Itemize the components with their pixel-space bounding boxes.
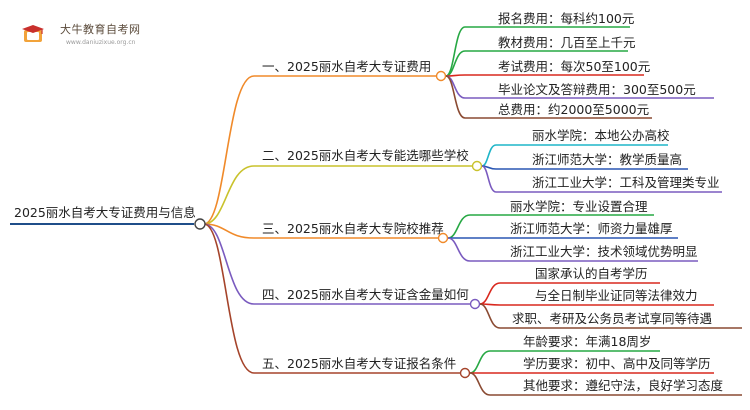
leaf-5-2: 学历要求：初中、高中及同等学历	[523, 356, 711, 371]
leaf-1-4: 毕业论文及答辩费用：300至500元	[498, 82, 696, 97]
branch-2: 二、2025丽水自考大专能选哪些学校	[262, 148, 469, 163]
connector-root-branch-1	[203, 75, 436, 225]
logo-url: www.daniuzixue.org.cn	[66, 39, 136, 46]
leaf-2-3: 浙江工业大学：工科及管理类专业	[532, 175, 720, 190]
connector-leaf-3-3	[447, 237, 698, 262]
connector-leaf-1-5	[445, 75, 652, 119]
connector-leaf-1-2	[445, 50, 628, 77]
branch-5: 五、2025丽水自考大专证报名条件	[262, 356, 457, 371]
connector-root-branch-3	[203, 223, 438, 239]
connector-leaf-4-3	[479, 303, 742, 329]
branch-4-node	[469, 298, 481, 310]
leaf-3-2: 浙江师范大学：师资力量雄厚	[510, 221, 673, 236]
leaf-5-1: 年龄要求：年满18周岁	[523, 334, 652, 349]
branch-3: 三、2025丽水自考大专院校推荐	[262, 221, 444, 236]
branch-4: 四、2025丽水自考大专证含金量如何	[262, 287, 469, 302]
root-node: 2025丽水自考大专证费用与信息	[14, 205, 196, 220]
leaf-1-2: 教材费用：几百至上千元	[498, 35, 636, 50]
branch-2-node	[471, 160, 483, 172]
leaf-4-1: 国家承认的自考学历	[535, 266, 648, 281]
connector-root-branch-4	[203, 223, 470, 305]
connector-leaf-2-3	[481, 165, 722, 193]
connector-root-branch-5	[203, 223, 460, 374]
connector-leaf-1-3	[445, 74, 644, 77]
leaf-2-1: 丽水学院：本地公办高校	[532, 128, 670, 143]
connector-leaf-4-2	[479, 303, 714, 306]
branch-5-node	[459, 367, 471, 379]
logo-title: 大牛教育自考网	[60, 23, 141, 36]
connector-root-branch-2	[203, 165, 472, 225]
leaf-1-5: 总费用：约2000至5000元	[498, 102, 650, 117]
connector-leaf-5-3	[469, 372, 742, 396]
branch-1-node	[435, 70, 447, 82]
root-node-circle	[194, 218, 206, 230]
leaf-3-1: 丽水学院：专业设置合理	[510, 199, 648, 214]
leaf-1-3: 考试费用：每次50至100元	[498, 59, 651, 74]
connector-leaf-3-1	[447, 214, 654, 239]
leaf-3-3: 浙江工业大学：技术领域优势明显	[510, 244, 698, 259]
leaf-4-2: 与全日制毕业证同等法律效力	[535, 288, 698, 303]
leaf-4-3: 求职、考研及公务员考试享同等待遇	[512, 311, 713, 326]
leaf-1-1: 报名费用：每科约100元	[498, 11, 635, 26]
branch-1: 一、2025丽水自考大专证费用	[262, 59, 432, 74]
site-logo[interactable]: 大牛教育自考网 www.daniuzixue.org.cn	[14, 10, 154, 50]
leaf-5-3: 其他要求：遵纪守法，良好学习态度	[523, 378, 724, 393]
branch-3-node	[437, 232, 449, 244]
connector-leaf-2-1	[481, 144, 668, 167]
leaf-2-2: 浙江师范大学：教学质量高	[532, 152, 683, 167]
book-graduation-icon	[22, 25, 44, 42]
